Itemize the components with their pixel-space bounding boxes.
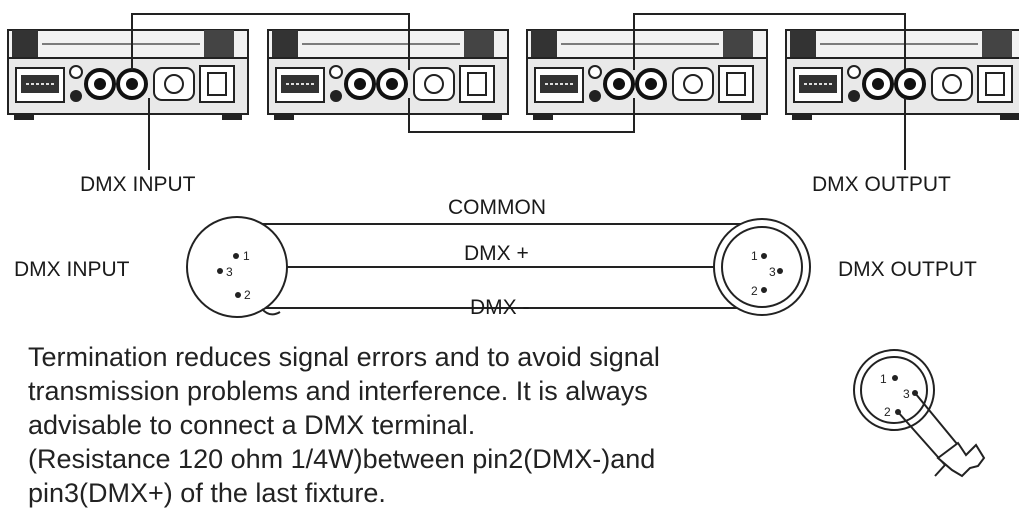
fixture-4-icon — [784, 28, 1019, 122]
dmx-cable-links — [131, 13, 906, 170]
xlr-male-connector-icon: 1 3 2 — [713, 218, 811, 316]
dmx-input-mid-label: DMX INPUT — [14, 258, 130, 281]
common-label: COMMON — [448, 196, 546, 219]
terminator-pin-1: 1 — [880, 372, 887, 386]
female-pin-1: 1 — [243, 249, 250, 263]
dmx-cable-illustration — [245, 223, 765, 309]
male-pin-3: 3 — [769, 265, 776, 279]
dmx-minus-label: DMX - — [470, 296, 530, 319]
fixture-3-icon — [525, 28, 769, 122]
terminator-pin-2: 2 — [884, 405, 891, 419]
xlr-female-connector-icon: 1 3 2 — [186, 216, 288, 318]
dmx-output-top-label: DMX OUTPUT — [812, 173, 951, 196]
fixture-2-icon — [266, 28, 510, 122]
male-pin-2: 2 — [751, 284, 758, 298]
terminator-resistor-icon: 1 3 2 — [853, 349, 986, 478]
terminator-pin-3: 3 — [903, 387, 910, 401]
dmx-plus-label: DMX + — [464, 242, 529, 265]
note-line-3: advisable to connect a DMX terminal. — [28, 410, 476, 440]
dmx-output-mid-label: DMX OUTPUT — [838, 258, 977, 281]
female-pin-2: 2 — [244, 288, 251, 302]
note-line-5: pin3(DMX+) of the last fixture. — [28, 478, 386, 508]
note-line-2: transmission problems and interference. … — [28, 376, 648, 406]
termination-note: Termination reduces signal errors and to… — [28, 340, 660, 510]
male-pin-1: 1 — [751, 249, 758, 263]
note-line-1: Termination reduces signal errors and to… — [28, 342, 660, 372]
dmx-input-top-label: DMX INPUT — [80, 173, 196, 196]
note-line-4: (Resistance 120 ohm 1/4W)between pin2(DM… — [28, 444, 656, 474]
fixture-1-icon — [6, 28, 250, 122]
female-pin-3: 3 — [226, 265, 233, 279]
